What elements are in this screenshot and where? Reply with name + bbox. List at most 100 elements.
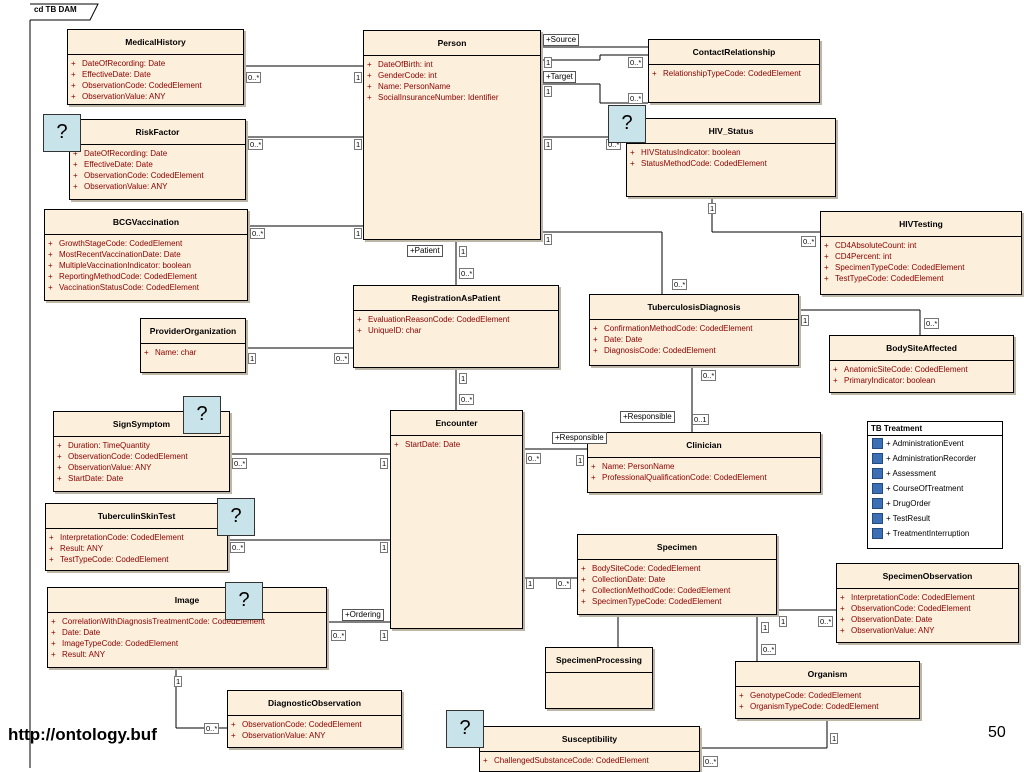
attribute-text: MostRecentVaccinationDate: Date — [59, 250, 181, 259]
attribute-row: +MultipleVaccinationIndicator: boolean — [48, 260, 244, 271]
class-organism[interactable]: Organism +GenotypeCode: CodedElement+Org… — [735, 661, 920, 719]
class-specimen[interactable]: Specimen +BodySiteCode: CodedElement+Col… — [577, 534, 777, 615]
class-title: Clinician — [588, 433, 820, 458]
class-icon — [872, 513, 883, 525]
attribute-text: SocialInsuranceNumber: Identifier — [378, 93, 499, 102]
package-item[interactable]: + DrugOrder — [868, 496, 1002, 511]
class-title: SpecimenProcessing — [546, 648, 652, 673]
attribute-row: +GenderCode: int — [367, 70, 537, 81]
attribute-row: +GenotypeCode: CodedElement — [739, 690, 916, 701]
visibility-marker: + — [48, 283, 53, 292]
attribute-row: +Date: Date — [51, 627, 323, 638]
class-risk-factor[interactable]: RiskFactor +DateOfRecording: Date+Effect… — [69, 119, 246, 200]
attribute-text: ObservationCode: CodedElement — [68, 452, 188, 461]
class-medical-history[interactable]: MedicalHistory +DateOfRecording: Date+Ef… — [67, 29, 244, 105]
multiplicity: 1 — [248, 353, 257, 364]
class-provider-organization[interactable]: ProviderOrganization + Name: char — [140, 318, 246, 373]
attr-list: +EvaluationReasonCode: CodedElement+Uniq… — [354, 311, 558, 339]
attr-list: +RelationshipTypeCode: CodedElement — [649, 65, 819, 82]
attribute-text: StartDate: Date — [405, 440, 461, 449]
attribute-text: ObservationCode: CodedElement — [851, 604, 971, 613]
attribute-row: +CollectionDate: Date — [581, 574, 773, 585]
attr-list: +CorrelationWithDiagnosisTreatmentCode: … — [48, 613, 326, 663]
visibility-marker: + — [367, 82, 372, 91]
class-contact-relationship[interactable]: ContactRelationship +RelationshipTypeCod… — [648, 39, 820, 103]
visibility-marker: + — [71, 81, 76, 90]
attribute-text: Name: PersonName — [378, 82, 451, 91]
multiplicity: 1 — [544, 57, 553, 68]
visibility-marker: + — [652, 69, 657, 78]
attribute-row: +ObservationCode: CodedElement — [840, 603, 1015, 614]
attribute-row: + StartDate: Date — [394, 439, 519, 450]
attr-list: +GrowthStageCode: CodedElement+MostRecen… — [45, 235, 247, 296]
visibility-marker: + — [581, 597, 586, 606]
package-item[interactable]: + TestResult — [868, 511, 1002, 526]
visibility-marker: + — [394, 440, 399, 449]
diagram-frame-label: cd TB DAM — [34, 5, 77, 14]
multiplicity: 0..* — [230, 542, 246, 553]
attr-list: +CD4AbsoluteCount: int+CD4Percent: int+S… — [821, 237, 1021, 287]
package-item[interactable]: + Assessment — [868, 466, 1002, 481]
attribute-text: HIVStatusIndicator: boolean — [641, 148, 741, 157]
attribute-row: +Result: ANY — [51, 649, 323, 660]
attr-list: +AnatomicSiteCode: CodedElement+PrimaryI… — [830, 361, 1013, 389]
class-diagnostic-observation[interactable]: DiagnosticObservation +ObservationCode: … — [227, 690, 402, 748]
class-hiv-status[interactable]: HIV_Status +HIVStatusIndicator: boolean+… — [626, 118, 836, 197]
attr-list: +InterpretationCode: CodedElement+Result… — [46, 529, 227, 568]
class-specimen-processing[interactable]: SpecimenProcessing — [545, 647, 653, 709]
class-title: BodySiteAffected — [830, 336, 1013, 361]
footer-url[interactable]: http://ontology.buf — [8, 725, 157, 744]
attribute-row: +ChallengedSubstanceCode: CodedElement — [483, 755, 696, 766]
attribute-row: +AnatomicSiteCode: CodedElement — [833, 364, 1010, 375]
package-item[interactable]: + AdministrationRecorder — [868, 451, 1002, 466]
visibility-marker: + — [73, 182, 78, 191]
multiplicity: 1 — [354, 72, 363, 83]
attribute-text: TestTypeCode: CodedElement — [60, 555, 169, 564]
class-clinician[interactable]: Clinician +Name: PersonName+Professional… — [587, 432, 821, 493]
package-tb-treatment[interactable]: TB Treatment + AdministrationEvent+ Admi… — [867, 421, 1003, 549]
multiplicity: 0..* — [703, 756, 719, 767]
visibility-marker: + — [367, 60, 372, 69]
package-item-list: + AdministrationEvent+ AdministrationRec… — [868, 436, 1002, 541]
attribute-row: + Name: PersonName — [367, 81, 537, 92]
multiplicity: 0..* — [459, 268, 475, 279]
attribute-text: ImageTypeCode: CodedElement — [62, 639, 179, 648]
class-susceptibility[interactable]: Susceptibility +ChallengedSubstanceCode:… — [479, 726, 700, 772]
attribute-text: VaccinationStatusCode: CodedElement — [59, 283, 199, 292]
class-person[interactable]: Person +DateOfBirth: int+GenderCode: int… — [363, 30, 541, 240]
multiplicity: 1 — [459, 246, 468, 257]
class-title: ProviderOrganization — [141, 319, 245, 344]
attribute-text: MultipleVaccinationIndicator: boolean — [59, 261, 191, 270]
class-body-site-affected[interactable]: BodySiteAffected +AnatomicSiteCode: Code… — [829, 335, 1014, 393]
multiplicity: 1 — [544, 234, 553, 245]
multiplicity: 0..* — [250, 228, 266, 239]
class-registration-as-patient[interactable]: RegistrationAsPatient +EvaluationReasonC… — [353, 285, 559, 368]
multiplicity: 0..* — [701, 370, 717, 381]
attribute-text: GenderCode: int — [378, 71, 437, 80]
visibility-marker: + — [840, 626, 845, 635]
class-bcg-vaccination[interactable]: BCGVaccination +GrowthStageCode: CodedEl… — [44, 209, 248, 301]
class-specimen-observation[interactable]: SpecimenObservation +InterpretationCode:… — [836, 563, 1019, 643]
class-image[interactable]: Image +CorrelationWithDiagnosisTreatment… — [47, 587, 327, 668]
question-mark-note: ? — [446, 710, 484, 748]
package-item[interactable]: + TreatmentInterruption — [868, 526, 1002, 541]
visibility-marker: + — [231, 720, 236, 729]
class-encounter[interactable]: Encounter + StartDate: Date — [390, 410, 523, 629]
attribute-text: Name: char — [155, 348, 197, 357]
attr-list: +Name: PersonName+ProfessionalQualificat… — [588, 458, 820, 486]
multiplicity: 1 — [779, 616, 788, 627]
package-item[interactable]: + AdministrationEvent — [868, 436, 1002, 451]
class-tuberculin-skin-test[interactable]: TuberculinSkinTest +InterpretationCode: … — [45, 503, 228, 571]
class-tuberculosis-diagnosis[interactable]: TuberculosisDiagnosis +ConfirmationMetho… — [589, 294, 799, 366]
visibility-marker: + — [824, 263, 829, 272]
visibility-marker: + — [367, 93, 372, 102]
multiplicity: 1 — [801, 315, 810, 326]
package-item-label: + TestResult — [886, 514, 931, 523]
class-hiv-testing[interactable]: HIVTesting +CD4AbsoluteCount: int+CD4Per… — [820, 211, 1022, 295]
visibility-marker: + — [144, 348, 149, 357]
class-title: Encounter — [391, 411, 522, 436]
attribute-row: +DiagnosisCode: CodedElement — [593, 345, 795, 356]
attribute-text: DiagnosisCode: CodedElement — [604, 346, 716, 355]
package-item[interactable]: + CourseOfTreatment — [868, 481, 1002, 496]
visibility-marker: + — [357, 315, 362, 324]
